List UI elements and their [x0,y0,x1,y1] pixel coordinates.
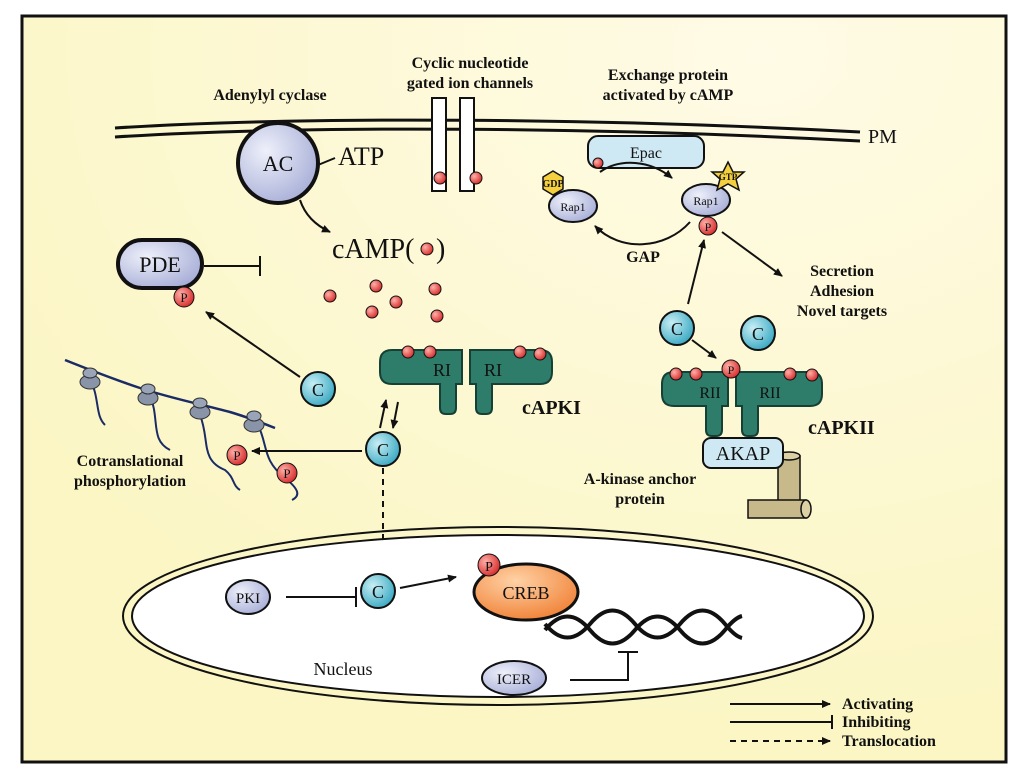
catalytic-subunit [659,310,695,346]
phospho-label: P [180,290,187,305]
legend-inhibiting: Inhibiting [842,714,910,731]
cng-channel [431,97,483,192]
epac-desc-line2: activated by cAMP [603,87,734,104]
cng-label-line1: Cyclic nucleotide [412,55,529,72]
legend-activating: Activating [842,696,913,713]
camp-molecules [323,279,444,323]
atp-label: ATP [338,142,384,171]
creb-label: CREB [502,583,549,603]
ribosome-mrna [64,358,299,501]
c-to-capkii-arrow [691,339,717,359]
gap-label: GAP [626,249,660,266]
cotrans-label-line2: phosphorylation [74,473,186,490]
capkii-label: cAPKII [808,417,875,439]
pm-label: PM [868,126,897,148]
legend [730,700,833,745]
rap1-gdp-node [548,189,598,223]
cng-label-line2: gated ion channels [407,75,533,92]
akap-node [702,437,784,469]
catalytic-label: C [377,440,389,460]
adenylyl-cyclase-label: Adenylyl cyclase [213,87,326,104]
pde-label: PDE [139,252,181,277]
gdp-hexagon [542,170,564,196]
phospho-label: P [728,363,735,377]
catalytic-label: C [752,324,764,344]
dna-helix [543,608,743,646]
capki-label: cAPKI [522,397,581,419]
epac-desc-line1: Exchange protein [608,67,728,84]
capki-complex [379,345,553,415]
icer-label: ICER [497,672,531,688]
camp-symbol [420,242,434,256]
ri-label-1: RI [433,360,451,380]
akap-label: AKAP [716,443,770,465]
c-to-ri-arrow [379,399,389,429]
targets-line1: Secretion [810,263,874,280]
gdp-label: GDP [542,179,563,190]
cotrans-phospho-1 [226,444,248,466]
rap1-to-targets-arrow [721,231,783,277]
pki-node [225,579,271,615]
ri-to-c-arrow [390,401,399,429]
rii-label-2: RII [759,385,780,402]
ri-label-2: RI [484,360,502,380]
gap-arrow [594,221,691,246]
pde-node [116,238,204,290]
pki-label: PKI [236,591,260,607]
c-to-rap1-arrow [687,239,706,305]
pde-phospho [173,286,195,308]
catalytic-subunit [300,371,336,407]
creb-node [472,562,580,622]
rap1-gtp-node [681,183,731,217]
capkii-complex [661,367,823,437]
legend-translocation: Translocation [842,733,936,750]
akap-anchor-tube [747,451,812,519]
phospho-label: P [485,560,493,575]
catalytic-label: C [312,380,324,400]
akap-desc-line2: protein [615,491,665,508]
creb-phospho [477,553,501,577]
nucleus-label: Nucleus [314,659,373,679]
phospho-label: P [283,466,290,481]
catalytic-subunit [365,431,401,467]
epac-node [587,135,705,169]
rap1-label: Rap1 [560,200,585,214]
camp-label: cAMP( [332,234,414,265]
icer-inhibit-line [570,652,629,681]
phospho-label: P [705,220,712,234]
ac-label: AC [263,151,294,176]
epac-label: Epac [630,145,662,162]
targets-line3: Novel targets [797,303,887,320]
rap1-label: Rap1 [693,194,718,208]
gtp-label: GTP [719,172,738,182]
catalytic-label: C [372,582,384,602]
gtp-star [710,160,746,192]
icer-node [481,660,547,696]
camp-label-close: ) [436,234,445,265]
rap1-activation-arrow [599,161,673,179]
cotrans-label-line1: Cotranslational [77,453,184,470]
adenylyl-cyclase-node [236,121,320,205]
catalytic-label: C [671,319,683,339]
cotrans-phospho-2 [276,462,298,484]
c-to-pde-arrow [205,311,301,378]
targets-line2: Adhesion [810,283,874,300]
c-to-creb-arrow [399,574,457,589]
capkii-phospho [721,359,741,379]
ac-to-camp-arrow [299,199,331,233]
akap-desc-line1: A-kinase anchor [584,471,696,488]
phospho-label: P [233,448,240,463]
catalytic-subunit [740,315,776,351]
rap1-phospho [698,216,718,236]
catalytic-subunit [360,573,396,609]
rii-label-1: RII [699,385,720,402]
epac-camp [592,157,604,169]
ac-atp-link [317,157,336,166]
